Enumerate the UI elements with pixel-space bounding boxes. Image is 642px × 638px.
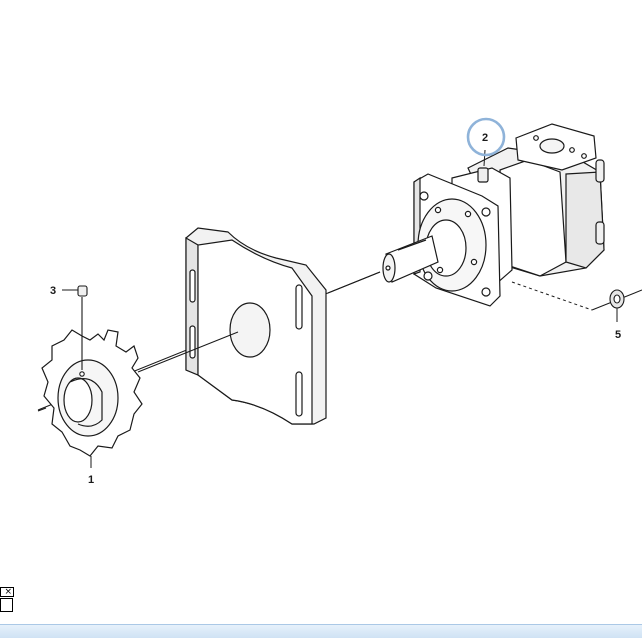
- dashed-leader: [511, 281, 593, 311]
- callout-5: 5: [615, 329, 621, 341]
- axis-line-front: [137, 331, 239, 373]
- callout-2[interactable]: 2: [482, 132, 488, 144]
- frame-box: [0, 598, 13, 612]
- sprocket: [37, 329, 143, 457]
- washer: [609, 289, 625, 309]
- mounting-plate: [185, 227, 327, 425]
- callout-leaders: [62, 149, 618, 468]
- callout-3: 3: [50, 285, 56, 297]
- callout-1: 1: [88, 474, 94, 486]
- close-icon[interactable]: ×: [0, 587, 14, 597]
- set-screw: [77, 285, 88, 377]
- callout-highlight-ring: [466, 117, 506, 157]
- status-strip: [0, 624, 642, 638]
- hydraulic-motor: [382, 123, 605, 307]
- axis-line-rear: [327, 271, 381, 294]
